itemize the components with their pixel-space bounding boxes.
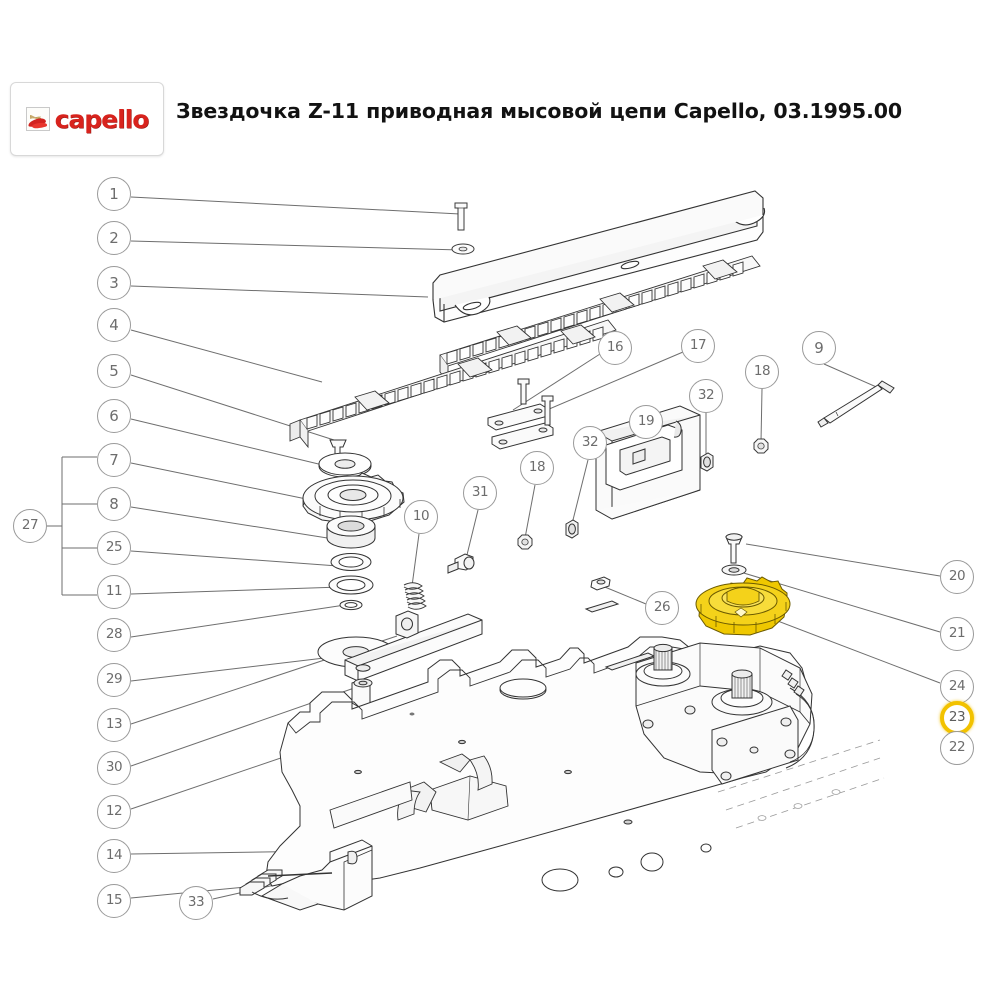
part-16-link-plate (487, 378, 549, 431)
wheat-pepper-emblem-icon (25, 107, 50, 131)
callout-19[interactable]: 19 (629, 405, 663, 439)
part-28-small-ring (339, 599, 363, 611)
part-5-cup-washer (318, 452, 372, 478)
callout-32-lower[interactable]: 32 (573, 426, 607, 460)
part-30-bushing (351, 678, 373, 708)
callout-7[interactable]: 7 (97, 443, 131, 477)
part-18-nut-lower (517, 534, 533, 550)
callout-30[interactable]: 30 (97, 751, 131, 785)
part-25-ring (330, 553, 372, 571)
callout-24[interactable]: 24 (940, 670, 974, 704)
part-11-ring (328, 575, 374, 595)
part-9-long-bolt (817, 380, 895, 428)
callout-10[interactable]: 10 (404, 500, 438, 534)
part-14-divider-bracket (260, 839, 373, 911)
callout-31[interactable]: 31 (463, 476, 497, 510)
callout-15[interactable]: 15 (97, 884, 131, 918)
callout-28[interactable]: 28 (97, 618, 131, 652)
callout-3[interactable]: 3 (97, 266, 131, 300)
part-20-bolt (725, 533, 743, 564)
callout-1[interactable]: 1 (97, 177, 131, 211)
part-17-link-plate (491, 395, 554, 450)
part-1-bolt (454, 202, 468, 231)
gearbox-housing (635, 642, 815, 785)
callout-16[interactable]: 16 (598, 331, 632, 365)
callout-25[interactable]: 25 (97, 531, 131, 565)
callout-6[interactable]: 6 (97, 399, 131, 433)
part-10-spring (403, 582, 427, 610)
part-13-support-bar (344, 610, 483, 682)
callout-8[interactable]: 8 (97, 487, 131, 521)
callout-17[interactable]: 17 (681, 329, 715, 363)
callout-22[interactable]: 22 (940, 731, 974, 765)
callout-26[interactable]: 26 (645, 591, 679, 625)
part-2-washer (451, 243, 475, 255)
callout-4[interactable]: 4 (97, 308, 131, 342)
callout-12[interactable]: 12 (97, 795, 131, 829)
part-12-anchor (409, 712, 415, 716)
part-31-shoulder-bolt (447, 553, 475, 574)
part-8-bearing (326, 515, 376, 549)
callout-14[interactable]: 14 (97, 839, 131, 873)
deck-side-panel-lines (717, 739, 885, 829)
callout-29[interactable]: 29 (97, 663, 131, 697)
sprocket-stack (302, 439, 405, 668)
callout-5[interactable]: 5 (97, 354, 131, 388)
part-32-washer-upper (700, 452, 714, 472)
part-19-chain-guide-box (595, 405, 701, 520)
conveyor-chain-upper (439, 255, 761, 384)
part-21-washer (721, 564, 747, 576)
guide-rail-part (432, 190, 766, 323)
callout-21[interactable]: 21 (940, 617, 974, 651)
conveyor-chain-lower (289, 319, 617, 449)
part-26-bolt (590, 576, 611, 591)
callout-33[interactable]: 33 (179, 886, 213, 920)
part-33-spring-clip (239, 869, 333, 900)
logo-wordmark: capello (54, 104, 150, 134)
callout-13[interactable]: 13 (97, 708, 131, 742)
callout-2[interactable]: 2 (97, 221, 131, 255)
callout-18-upper[interactable]: 18 (745, 355, 779, 389)
deck-ribs (329, 753, 509, 829)
callout-9[interactable]: 9 (802, 331, 836, 365)
part-32-washer-lower (565, 519, 579, 539)
capello-logo: capello (10, 82, 164, 156)
part-18-nut-upper (753, 438, 769, 454)
callout-27-group[interactable]: 27 (13, 509, 47, 543)
page-title: Звездочка Z-11 приводная мысовой цепи Ca… (176, 99, 903, 123)
callout-23-highlighted[interactable]: 23 (940, 701, 974, 735)
callout-20[interactable]: 20 (940, 560, 974, 594)
part-7-sprocket-z11 (302, 472, 405, 524)
callout-11[interactable]: 11 (97, 575, 131, 609)
callout-18-lower[interactable]: 18 (520, 451, 554, 485)
part-23-sprocket-highlighted[interactable] (695, 576, 791, 636)
callout-32-upper[interactable]: 32 (689, 379, 723, 413)
